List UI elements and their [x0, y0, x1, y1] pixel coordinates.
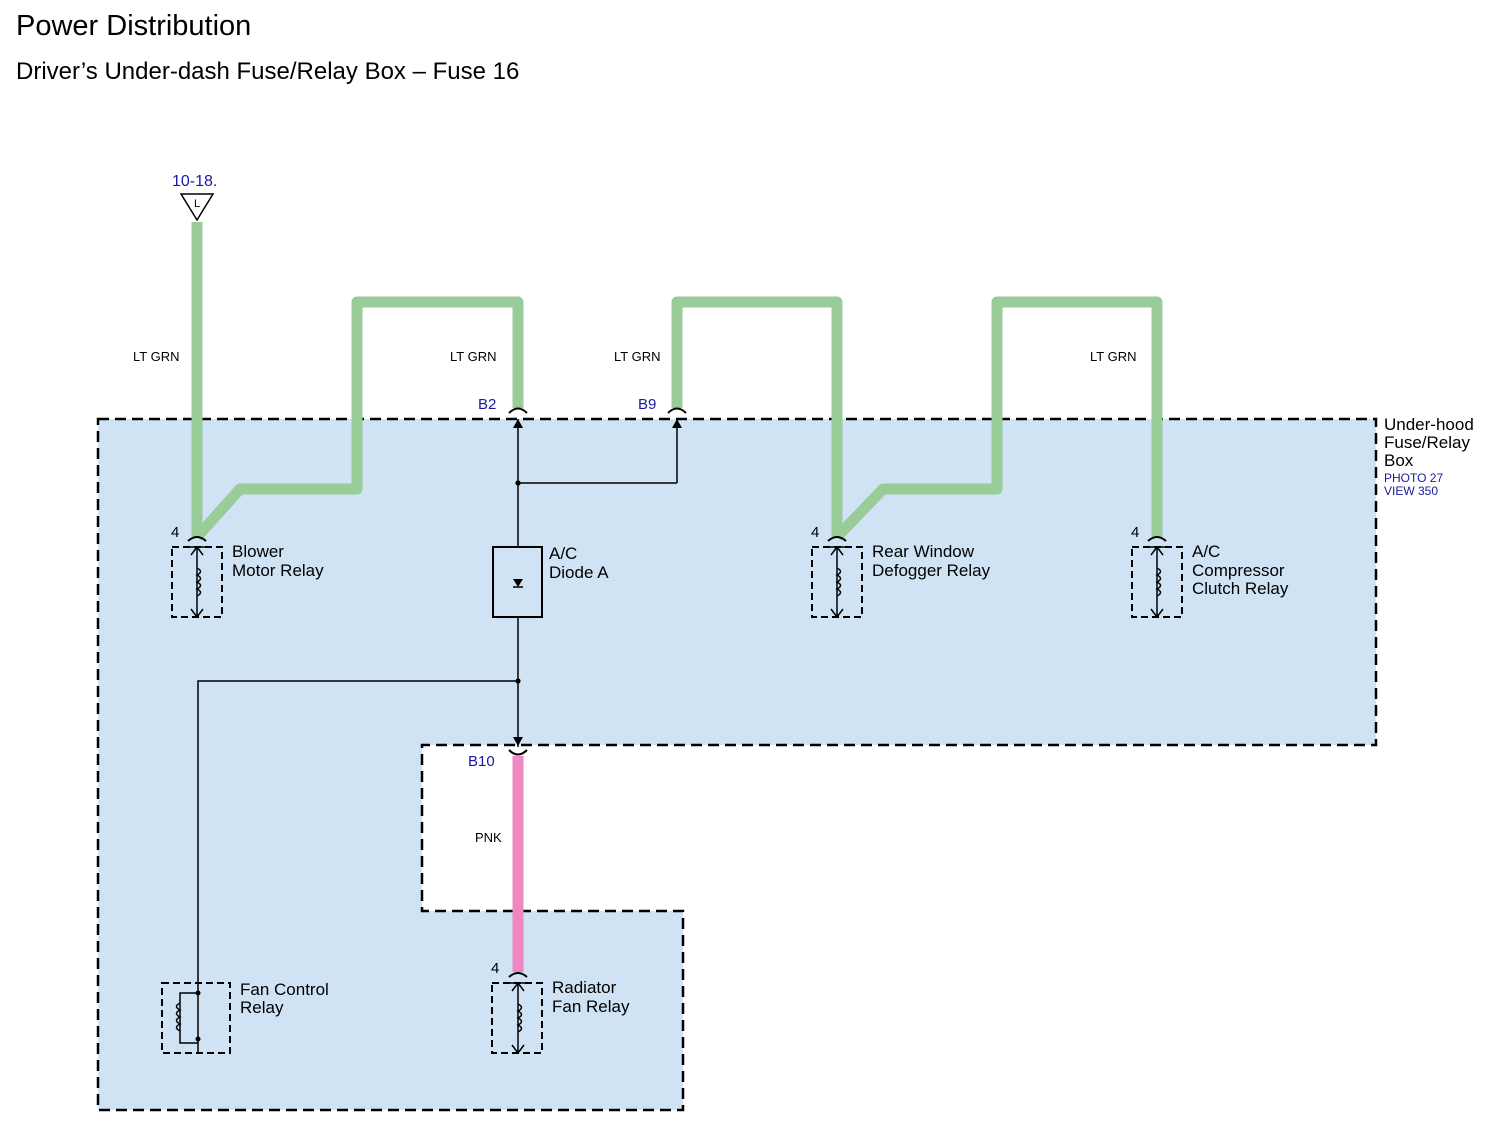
- svg-text:Compressor: Compressor: [1192, 561, 1285, 580]
- svg-text:A/C: A/C: [1192, 542, 1220, 561]
- ac-compressor-clutch-relay-label: A/C Compressor Clutch Relay: [1192, 542, 1289, 598]
- wire-label-lt-grn: LT GRN: [1090, 349, 1136, 364]
- wire-blower-to-b2: [192, 296, 524, 541]
- blower-motor-relay-label: Blower Motor Relay: [232, 542, 324, 580]
- fan-control-relay-label: Fan Control Relay: [240, 980, 329, 1017]
- view-reference: VIEW 350: [1384, 484, 1438, 498]
- svg-text:Box: Box: [1384, 451, 1414, 470]
- svg-text:Under-hood: Under-hood: [1384, 415, 1474, 434]
- terminal-b9: B9: [638, 396, 656, 413]
- terminal-b10: B10: [468, 753, 495, 770]
- pin-number: 4: [1131, 524, 1139, 541]
- wire-label-lt-grn: LT GRN: [450, 349, 496, 364]
- radiator-fan-relay-label: Radiator Fan Relay: [552, 978, 630, 1016]
- svg-text:Fan Relay: Fan Relay: [552, 997, 630, 1016]
- svg-text:Fuse/Relay: Fuse/Relay: [1384, 433, 1470, 452]
- connector-10-18[interactable]: L 10-18.: [148, 160, 228, 222]
- fan-control-relay-icon: [161, 982, 231, 1054]
- svg-text:Diode A: Diode A: [549, 563, 609, 582]
- photo-reference: PHOTO 27: [1384, 471, 1443, 485]
- wire-b9-to-defogger: [671, 296, 843, 537]
- connector-symbol: L: [194, 198, 200, 210]
- ac-diode-a-icon: [492, 546, 543, 618]
- connector-ref: 10-18.: [172, 173, 217, 190]
- lt-grn-wires: [191, 222, 1163, 541]
- terminal-caps: [508, 407, 687, 756]
- box-label: Under-hood Fuse/Relay Box PHOTO 27 VIEW …: [1384, 415, 1474, 498]
- pin-number: 4: [491, 960, 499, 977]
- clutch-relay-icon: [1131, 536, 1183, 618]
- page-title: Power Distribution: [16, 10, 252, 42]
- svg-text:Relay: Relay: [240, 998, 284, 1017]
- svg-text:Rear Window: Rear Window: [872, 542, 975, 561]
- connector-triangle-icon: [179, 193, 215, 222]
- page-subtitle: Driver’s Under-dash Fuse/Relay Box – Fus…: [16, 58, 520, 85]
- radiator-fan-relay-icon: [491, 972, 543, 1054]
- wire-arrows: [513, 419, 682, 746]
- defogger-relay-icon: [811, 536, 863, 618]
- rear-window-defogger-relay-label: Rear Window Defogger Relay: [872, 542, 991, 580]
- wire-label-lt-grn: LT GRN: [614, 349, 660, 364]
- svg-text:Motor Relay: Motor Relay: [232, 561, 324, 580]
- svg-text:Radiator: Radiator: [552, 978, 617, 997]
- svg-text:Blower: Blower: [232, 542, 284, 561]
- pin-number: 4: [811, 524, 819, 541]
- wire-label-pnk: PNK: [475, 830, 502, 845]
- pin-number: 4: [171, 524, 179, 541]
- svg-text:Defogger Relay: Defogger Relay: [872, 561, 991, 580]
- svg-text:Clutch Relay: Clutch Relay: [1192, 579, 1289, 598]
- ac-diode-a-label: A/C Diode A: [549, 544, 609, 582]
- relay-coil-icons: [161, 536, 1183, 1054]
- svg-text:Fan Control: Fan Control: [240, 980, 329, 999]
- under-hood-fuse-relay-box: [96, 417, 1378, 1112]
- wire-label-lt-grn: LT GRN: [133, 349, 179, 364]
- blower-relay-icon: [171, 536, 223, 618]
- wire-defogger-to-clutch: [833, 296, 1163, 541]
- terminal-b2: B2: [478, 396, 496, 413]
- svg-text:A/C: A/C: [549, 544, 577, 563]
